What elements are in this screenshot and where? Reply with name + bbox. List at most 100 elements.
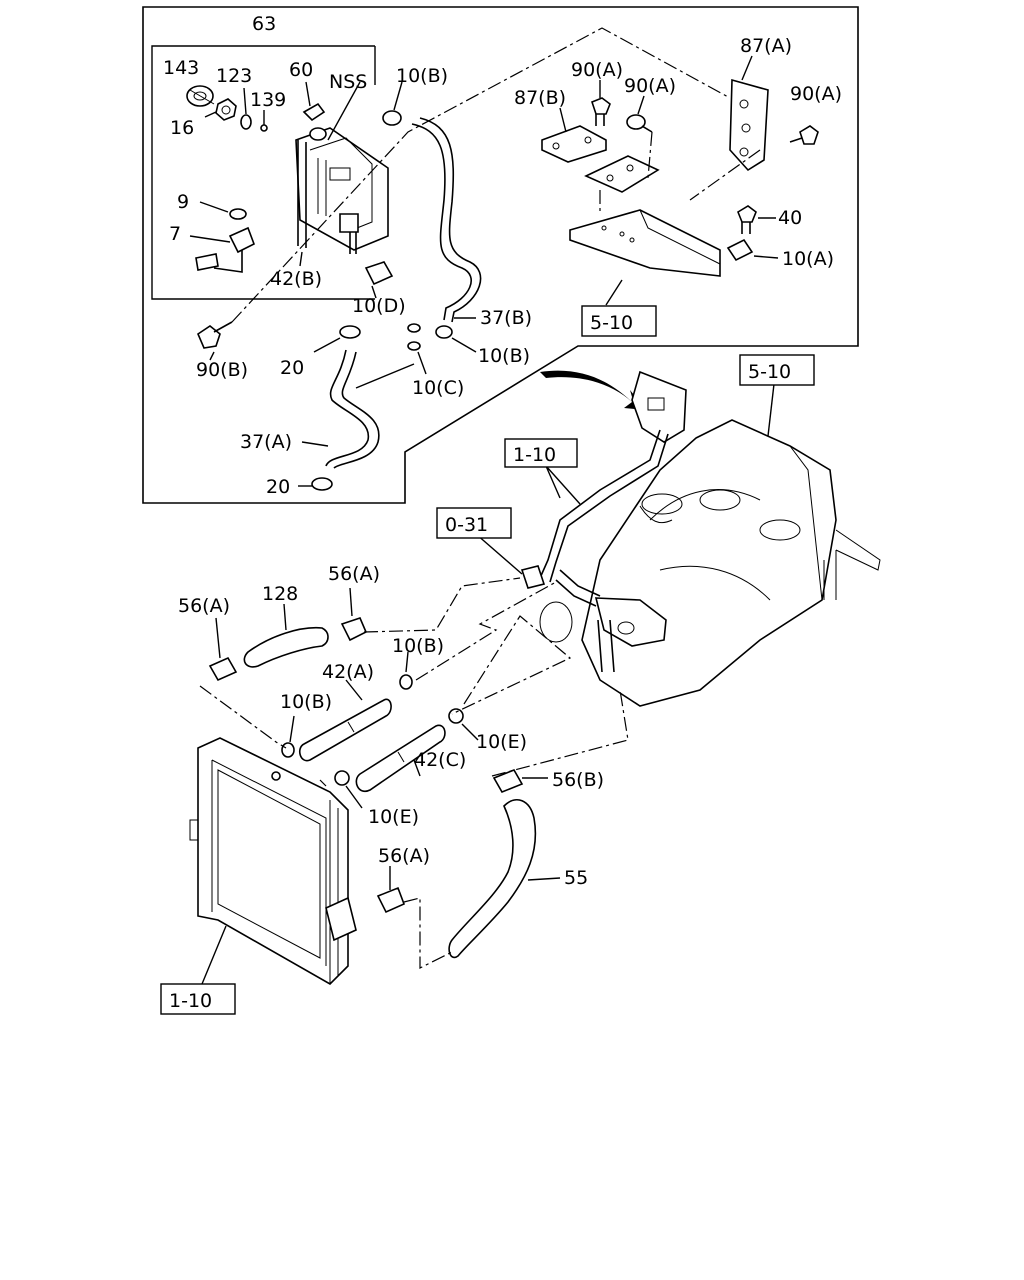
clamp-10d	[364, 261, 394, 299]
label-37b: 37(B)	[480, 307, 532, 329]
label-42c: 42(C)	[414, 749, 466, 771]
radiator	[189, 737, 357, 985]
dash-bracket	[599, 131, 761, 212]
clamp-10c	[407, 323, 427, 375]
hose-37b	[411, 117, 482, 323]
label-56a-3: 56(A)	[378, 845, 430, 867]
label-42b: 42(B)	[270, 268, 322, 290]
washer-123	[240, 87, 252, 130]
label-40: 40	[778, 207, 802, 229]
dash-lower-1	[199, 685, 287, 749]
leader-110-rad	[201, 925, 227, 985]
label-123: 123	[216, 65, 252, 87]
sensor-7	[189, 226, 256, 273]
pipe-end	[520, 565, 546, 589]
bolt-90a-3	[789, 125, 819, 145]
bolt-90a-1	[591, 80, 611, 126]
clamp-10b-top	[382, 81, 403, 126]
pipe-branch	[555, 569, 601, 607]
label-87a: 87(A)	[740, 35, 792, 57]
washer-9	[199, 201, 247, 220]
clamp-56a-1	[208, 617, 238, 682]
clamp-56b	[492, 768, 548, 794]
label-10d: 10(D)	[352, 295, 406, 317]
label-90a-2: 90(A)	[624, 75, 676, 97]
engine-block	[539, 419, 881, 707]
view-arrow	[540, 370, 646, 410]
reservoir-subframe	[151, 45, 376, 300]
label-139: 139	[250, 89, 286, 111]
label-56a-1: 56(A)	[178, 595, 230, 617]
label-37a: 37(A)	[240, 431, 292, 453]
clamp-56a-2	[340, 587, 368, 642]
box-510-top	[581, 305, 657, 337]
dash-lower-6	[403, 897, 453, 969]
label-90b: 90(B)	[196, 359, 248, 381]
bolt-90a-2	[626, 95, 653, 133]
label-110-pipe: 1-10	[513, 444, 556, 466]
label-10b-top: 10(B)	[396, 65, 448, 87]
label-10a: 10(A)	[782, 248, 834, 270]
bracket-87b	[541, 107, 607, 163]
clamp-10a	[726, 238, 779, 262]
hose-42c	[355, 724, 446, 793]
engine-bracket	[631, 370, 687, 443]
clamp-10b-mid	[435, 325, 477, 353]
label-10b-mid: 10(B)	[478, 345, 530, 367]
leader-510-engine	[767, 383, 775, 437]
leader-42b	[299, 251, 303, 267]
label-10b-low: 10(B)	[392, 635, 444, 657]
clamp-10e-2	[334, 770, 363, 809]
label-10e-2: 10(E)	[368, 806, 419, 828]
hose-128	[243, 603, 329, 668]
dash-lower-2	[363, 577, 521, 633]
label-510-engine: 5-10	[748, 361, 791, 383]
bolt-40	[737, 205, 776, 234]
label-10e-1: 10(E)	[476, 731, 527, 753]
hose-55	[448, 798, 561, 959]
label-9: 9	[177, 191, 189, 213]
reservoir-tank	[295, 81, 389, 254]
label-87b: 87(B)	[514, 87, 566, 109]
label-031: 0-31	[445, 514, 488, 536]
coolant-pipe	[539, 429, 669, 583]
label-20-b: 20	[266, 476, 290, 498]
box-110-rad	[160, 983, 236, 1015]
leader-line-10c-37a	[355, 363, 415, 389]
bracket-plate	[584, 155, 660, 193]
leader-110-pipe	[545, 465, 581, 505]
label-143: 143	[163, 57, 199, 79]
dash-lower-4	[451, 615, 572, 715]
dash-tank-bracket	[231, 27, 731, 323]
fitting-60	[302, 81, 326, 122]
clamp-10e-1	[448, 708, 479, 741]
leader-37a	[301, 441, 329, 447]
detail-frame	[142, 6, 859, 504]
box-510-engine	[739, 354, 815, 386]
nut-16	[204, 98, 237, 121]
bracket-leader	[605, 279, 623, 306]
pin-139	[260, 110, 268, 132]
label-110-rad: 1-10	[169, 990, 212, 1012]
label-90a-3: 90(A)	[790, 83, 842, 105]
label-nss: NSS	[329, 71, 367, 93]
label-42a: 42(A)	[322, 661, 374, 683]
clamp-20-upper	[313, 325, 361, 353]
label-56b: 56(B)	[552, 769, 604, 791]
clamp-10b-rad	[281, 715, 295, 758]
frame-member-top	[569, 209, 721, 277]
box-031	[436, 507, 512, 539]
clamp-10b-low	[399, 651, 413, 690]
label-90a-1: 90(A)	[571, 59, 623, 81]
leader-031	[475, 533, 523, 575]
label-55: 55	[564, 867, 588, 889]
label-60: 60	[289, 59, 313, 81]
label-10c: 10(C)	[412, 377, 464, 399]
box-110-pipe	[504, 438, 578, 468]
hose-42a	[298, 679, 392, 762]
label-16: 16	[170, 117, 194, 139]
bolt-90b	[197, 321, 233, 361]
dash-lower-3	[415, 581, 557, 681]
dash-lower-7	[319, 779, 327, 787]
